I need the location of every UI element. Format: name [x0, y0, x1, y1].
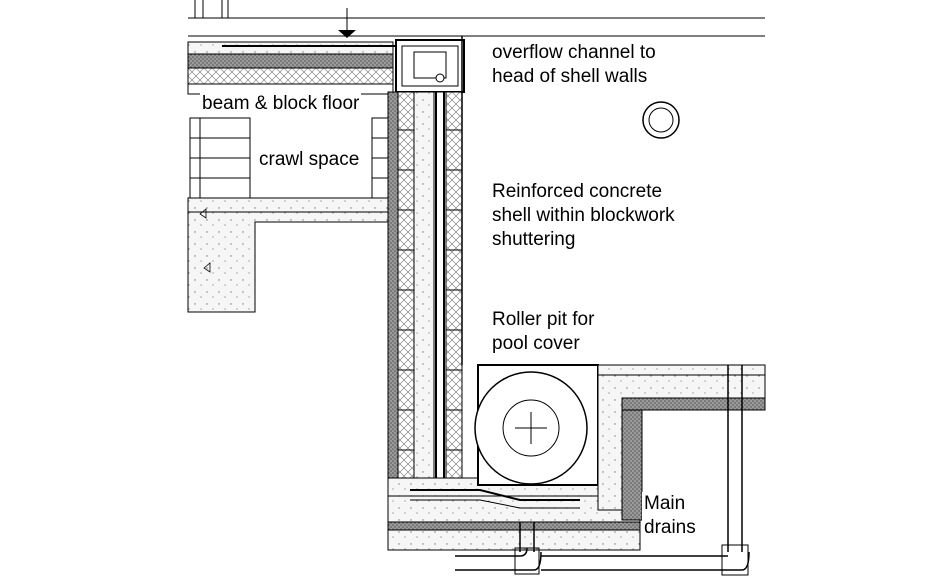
label-roller-line-2: pool cover — [492, 333, 580, 354]
pool-shell-wall — [387, 36, 463, 551]
label-beam-block-floor: beam & block floor — [200, 92, 362, 116]
drain-grate-icon — [338, 30, 356, 38]
label-overflow-line-2: head of shell walls — [492, 66, 648, 87]
label-shell-line-1: Reinforced concrete — [492, 181, 663, 202]
roller-pit — [474, 364, 599, 486]
label-roller-line-1: Roller pit for — [492, 309, 595, 330]
label-drains-line-1: Main — [644, 493, 686, 514]
label-overflow-line-1: overflow channel to — [492, 42, 656, 63]
label-main-drains: Main drains — [642, 492, 698, 540]
overflow-channel — [395, 39, 465, 93]
label-shell-line-2: shell within blockwork — [492, 205, 675, 226]
label-overflow-channel: overflow channel to head of shell walls — [492, 41, 656, 89]
label-crawl-space: crawl space — [257, 148, 362, 172]
patio-slab — [188, 0, 765, 38]
label-roller-pit: Roller pit for pool cover — [492, 308, 594, 356]
label-drains-line-2: drains — [644, 517, 696, 538]
pool-step — [597, 364, 766, 521]
oversite-concrete — [187, 197, 401, 313]
beam-block-floor-layers — [187, 41, 395, 95]
label-concrete-shell: Reinforced concrete shell within blockwo… — [492, 180, 675, 252]
main-drain-pipes — [455, 365, 750, 576]
label-shell-line-3: shuttering — [492, 229, 576, 250]
